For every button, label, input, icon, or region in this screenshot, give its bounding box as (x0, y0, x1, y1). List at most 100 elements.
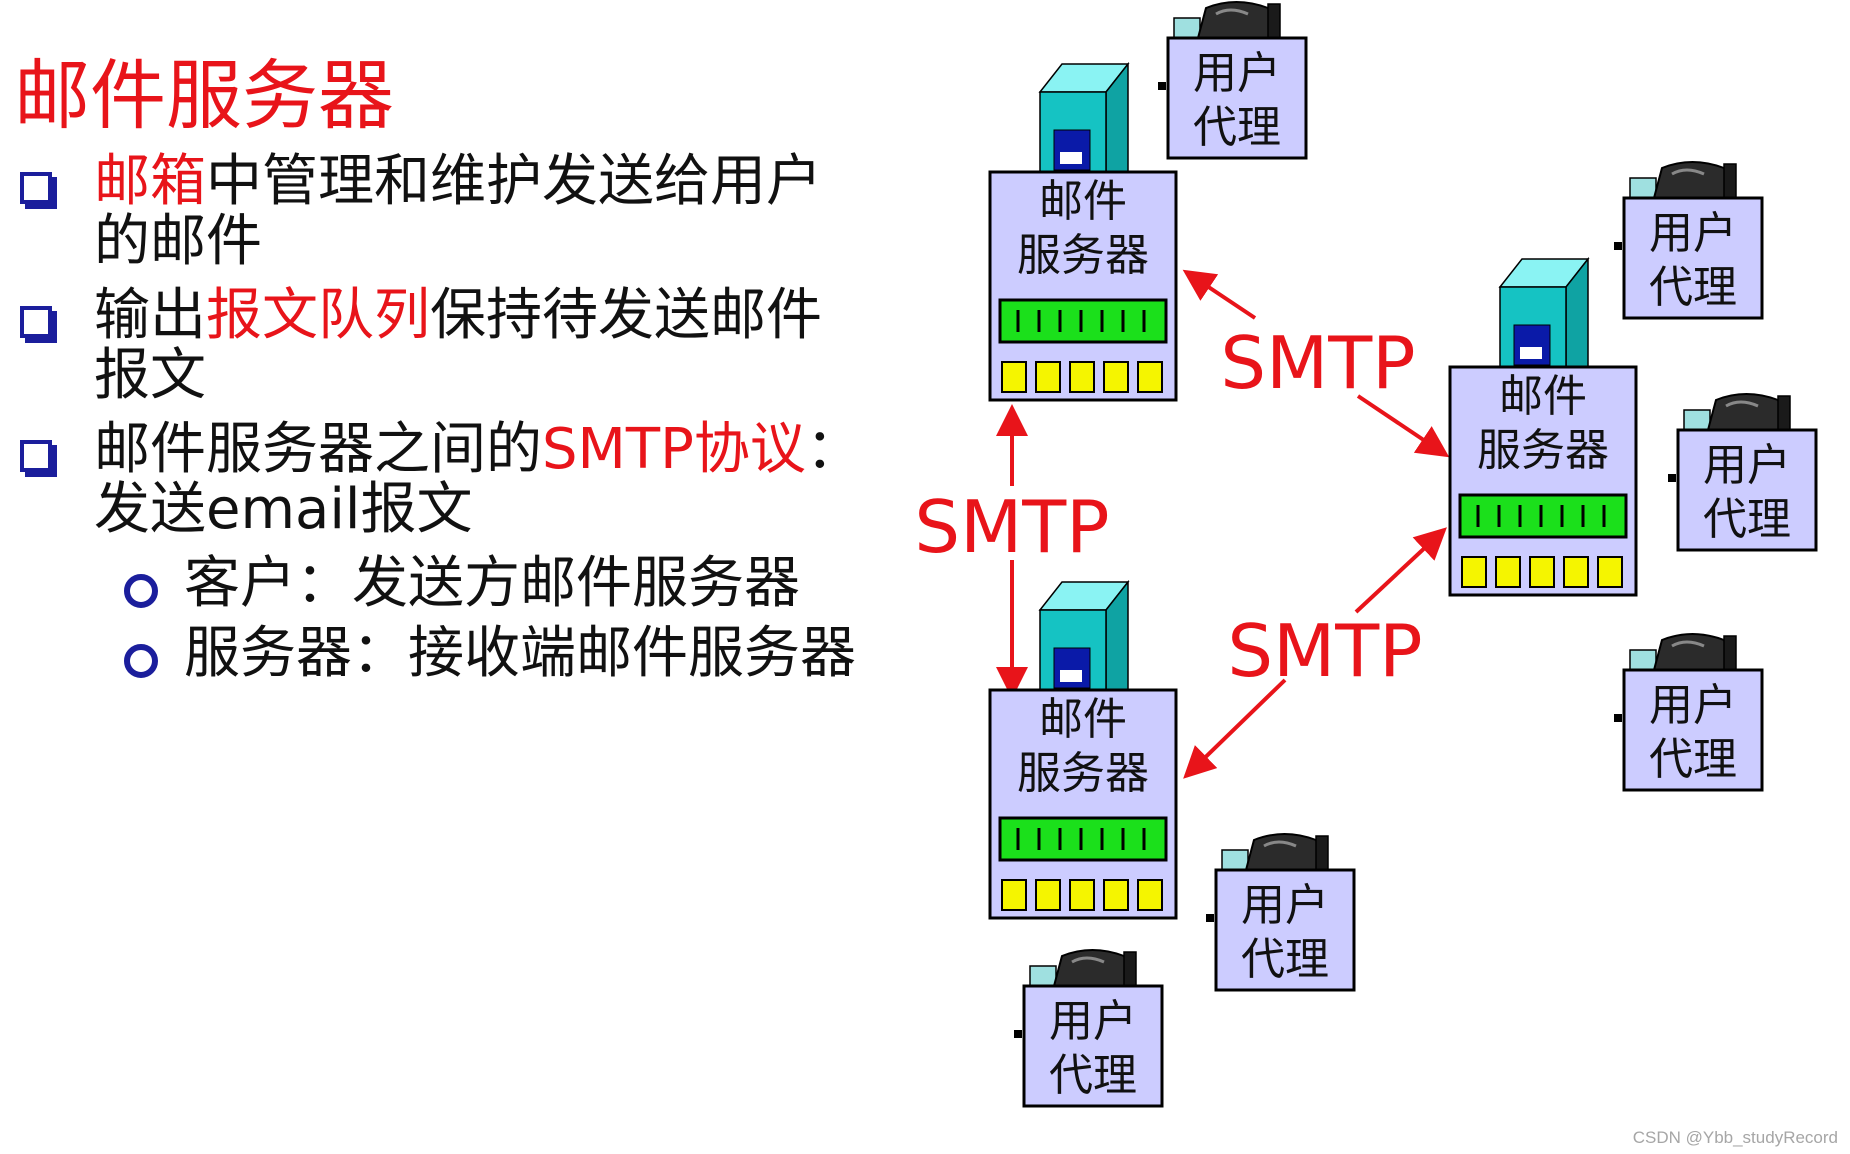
smtp-label: SMTP (914, 485, 1109, 569)
sub-bullet-text: 客户：发送方邮件服务器 (184, 551, 800, 616)
queue-slot (1035, 879, 1061, 911)
server-label-line2: 服务器 (1017, 748, 1149, 799)
computer-base-icon (1629, 649, 1657, 671)
queue-slot (1137, 361, 1163, 393)
bullet-plain: 邮件服务器之间的 (94, 417, 542, 482)
bullet-plain: 中管理和维护发送给用户的邮件 (94, 149, 822, 274)
bullet-text: 邮件服务器之间的SMTP协议：发送email报文 (94, 420, 874, 540)
mailbox-bar (998, 298, 1168, 344)
server-label-line2: 服务器 (1017, 230, 1149, 281)
monitor-glare (1071, 956, 1105, 964)
smtp-label: SMTP (1220, 321, 1415, 405)
computer-side-icon (1123, 951, 1137, 987)
page-title: 邮件服务器 (14, 51, 394, 140)
computer-monitor-icon (1652, 633, 1734, 671)
mail-server: 邮件服务器 (1448, 256, 1638, 597)
bullet-item: 邮件服务器之间的SMTP协议：发送email报文 (14, 420, 874, 540)
queue-slot (1035, 361, 1061, 393)
user-agent-label-line1: 用户 (1649, 208, 1737, 259)
square-bullet-icon (20, 306, 52, 338)
computer-monitor-icon (1244, 833, 1326, 871)
monitor-glare (1671, 640, 1705, 648)
queue-slot (1069, 361, 1095, 393)
square-bullet-icon (20, 440, 52, 472)
user-agent-label-line1: 用户 (1049, 996, 1137, 1047)
computer-side-icon (1723, 635, 1737, 671)
computer-side-icon (1315, 835, 1329, 871)
server-drive-light (1060, 152, 1082, 164)
server-label-line1: 邮件 (1499, 371, 1587, 422)
sub-bullet-item: 客户：发送方邮件服务器 (14, 554, 874, 614)
computer-base-icon (1221, 849, 1249, 871)
bullet-text: 输出报文队列保持待发送邮件报文 (94, 286, 874, 406)
agent-cable-nub (1614, 714, 1622, 722)
agent-cable-nub (1158, 82, 1166, 90)
computer-side-icon (1267, 3, 1281, 39)
user-agent-label-line1: 用户 (1241, 880, 1329, 931)
server-drive-light (1520, 347, 1542, 359)
computer-side-icon (1777, 395, 1791, 431)
smtp-label: SMTP (1227, 609, 1422, 693)
queue-slot (1495, 556, 1521, 588)
mailbox-bar (1458, 493, 1628, 539)
mailbox-bar (998, 816, 1168, 862)
user-agent-label-line2: 代理 (1703, 494, 1791, 545)
bullet-item: 邮箱中管理和维护发送给用户的邮件 (14, 152, 874, 272)
monitor-glare (1215, 8, 1249, 16)
bullet-highlight: 邮箱 (94, 149, 206, 214)
computer-monitor-icon (1706, 393, 1788, 431)
user-agent-label-line2: 代理 (1049, 1050, 1137, 1101)
computer-base-icon (1029, 965, 1057, 987)
user-agent-label-line2: 代理 (1649, 262, 1737, 313)
server-label-line2: 服务器 (1477, 425, 1609, 476)
user-agent-box (1166, 36, 1308, 160)
user-agent-box (1022, 984, 1164, 1108)
queue-slot (1103, 361, 1129, 393)
computer-monitor-icon (1652, 161, 1734, 199)
computer-side-icon (1723, 163, 1737, 199)
user-agent-label-line1: 用户 (1193, 48, 1281, 99)
smtp-arrow-top-to-server1 (1182, 269, 1257, 320)
bullet-plain: ：发送email报文 (94, 417, 862, 542)
user-agent-box (1622, 668, 1764, 792)
user-agent-box (1622, 196, 1764, 320)
watermark: CSDN @Ybb_studyRecord (1632, 1128, 1838, 1147)
user-agent-box (1676, 428, 1818, 552)
mail-server: 邮件服务器 (988, 61, 1178, 402)
user-agent-label-line1: 用户 (1703, 440, 1791, 491)
user-agent-box (1214, 868, 1356, 992)
user-agent-label-line2: 代理 (1241, 934, 1329, 985)
monitor-glare (1671, 168, 1705, 176)
bullet-item: 输出报文队列保持待发送邮件报文 (14, 286, 874, 406)
server-label-line1: 邮件 (1039, 176, 1127, 227)
mail-server: 邮件服务器 (988, 579, 1178, 920)
agent-cable-nub (1668, 474, 1676, 482)
agent-cable-nub (1614, 242, 1622, 250)
agent-cable-nub (1206, 914, 1214, 922)
bullet-list: 邮箱中管理和维护发送给用户的邮件 输出报文队列保持待发送邮件报文 邮件服务器之间… (14, 152, 874, 694)
sub-bullet-item: 服务器：接收端邮件服务器 (14, 624, 874, 684)
bullet-plain: 保持待发送邮件报文 (94, 283, 822, 408)
queue-slot (1597, 556, 1623, 588)
computer-monitor-icon (1052, 949, 1134, 987)
queue-slot (1001, 361, 1027, 393)
bullet-plain: 输出 (94, 283, 206, 348)
computer-base-icon (1629, 177, 1657, 199)
computer-base-icon (1173, 17, 1201, 39)
computer-base-icon (1683, 409, 1711, 431)
monitor-glare (1263, 840, 1297, 848)
square-bullet-icon (20, 172, 52, 204)
agent-cable-nub (1014, 1030, 1022, 1038)
queue-slot (1563, 556, 1589, 588)
smtp-arrow-to-server3 (1183, 678, 1287, 779)
user-agent-label-line2: 代理 (1193, 102, 1281, 153)
computer-monitor-icon (1196, 1, 1278, 39)
user-agent-label-line2: 代理 (1649, 734, 1737, 785)
queue-slot (1103, 879, 1129, 911)
